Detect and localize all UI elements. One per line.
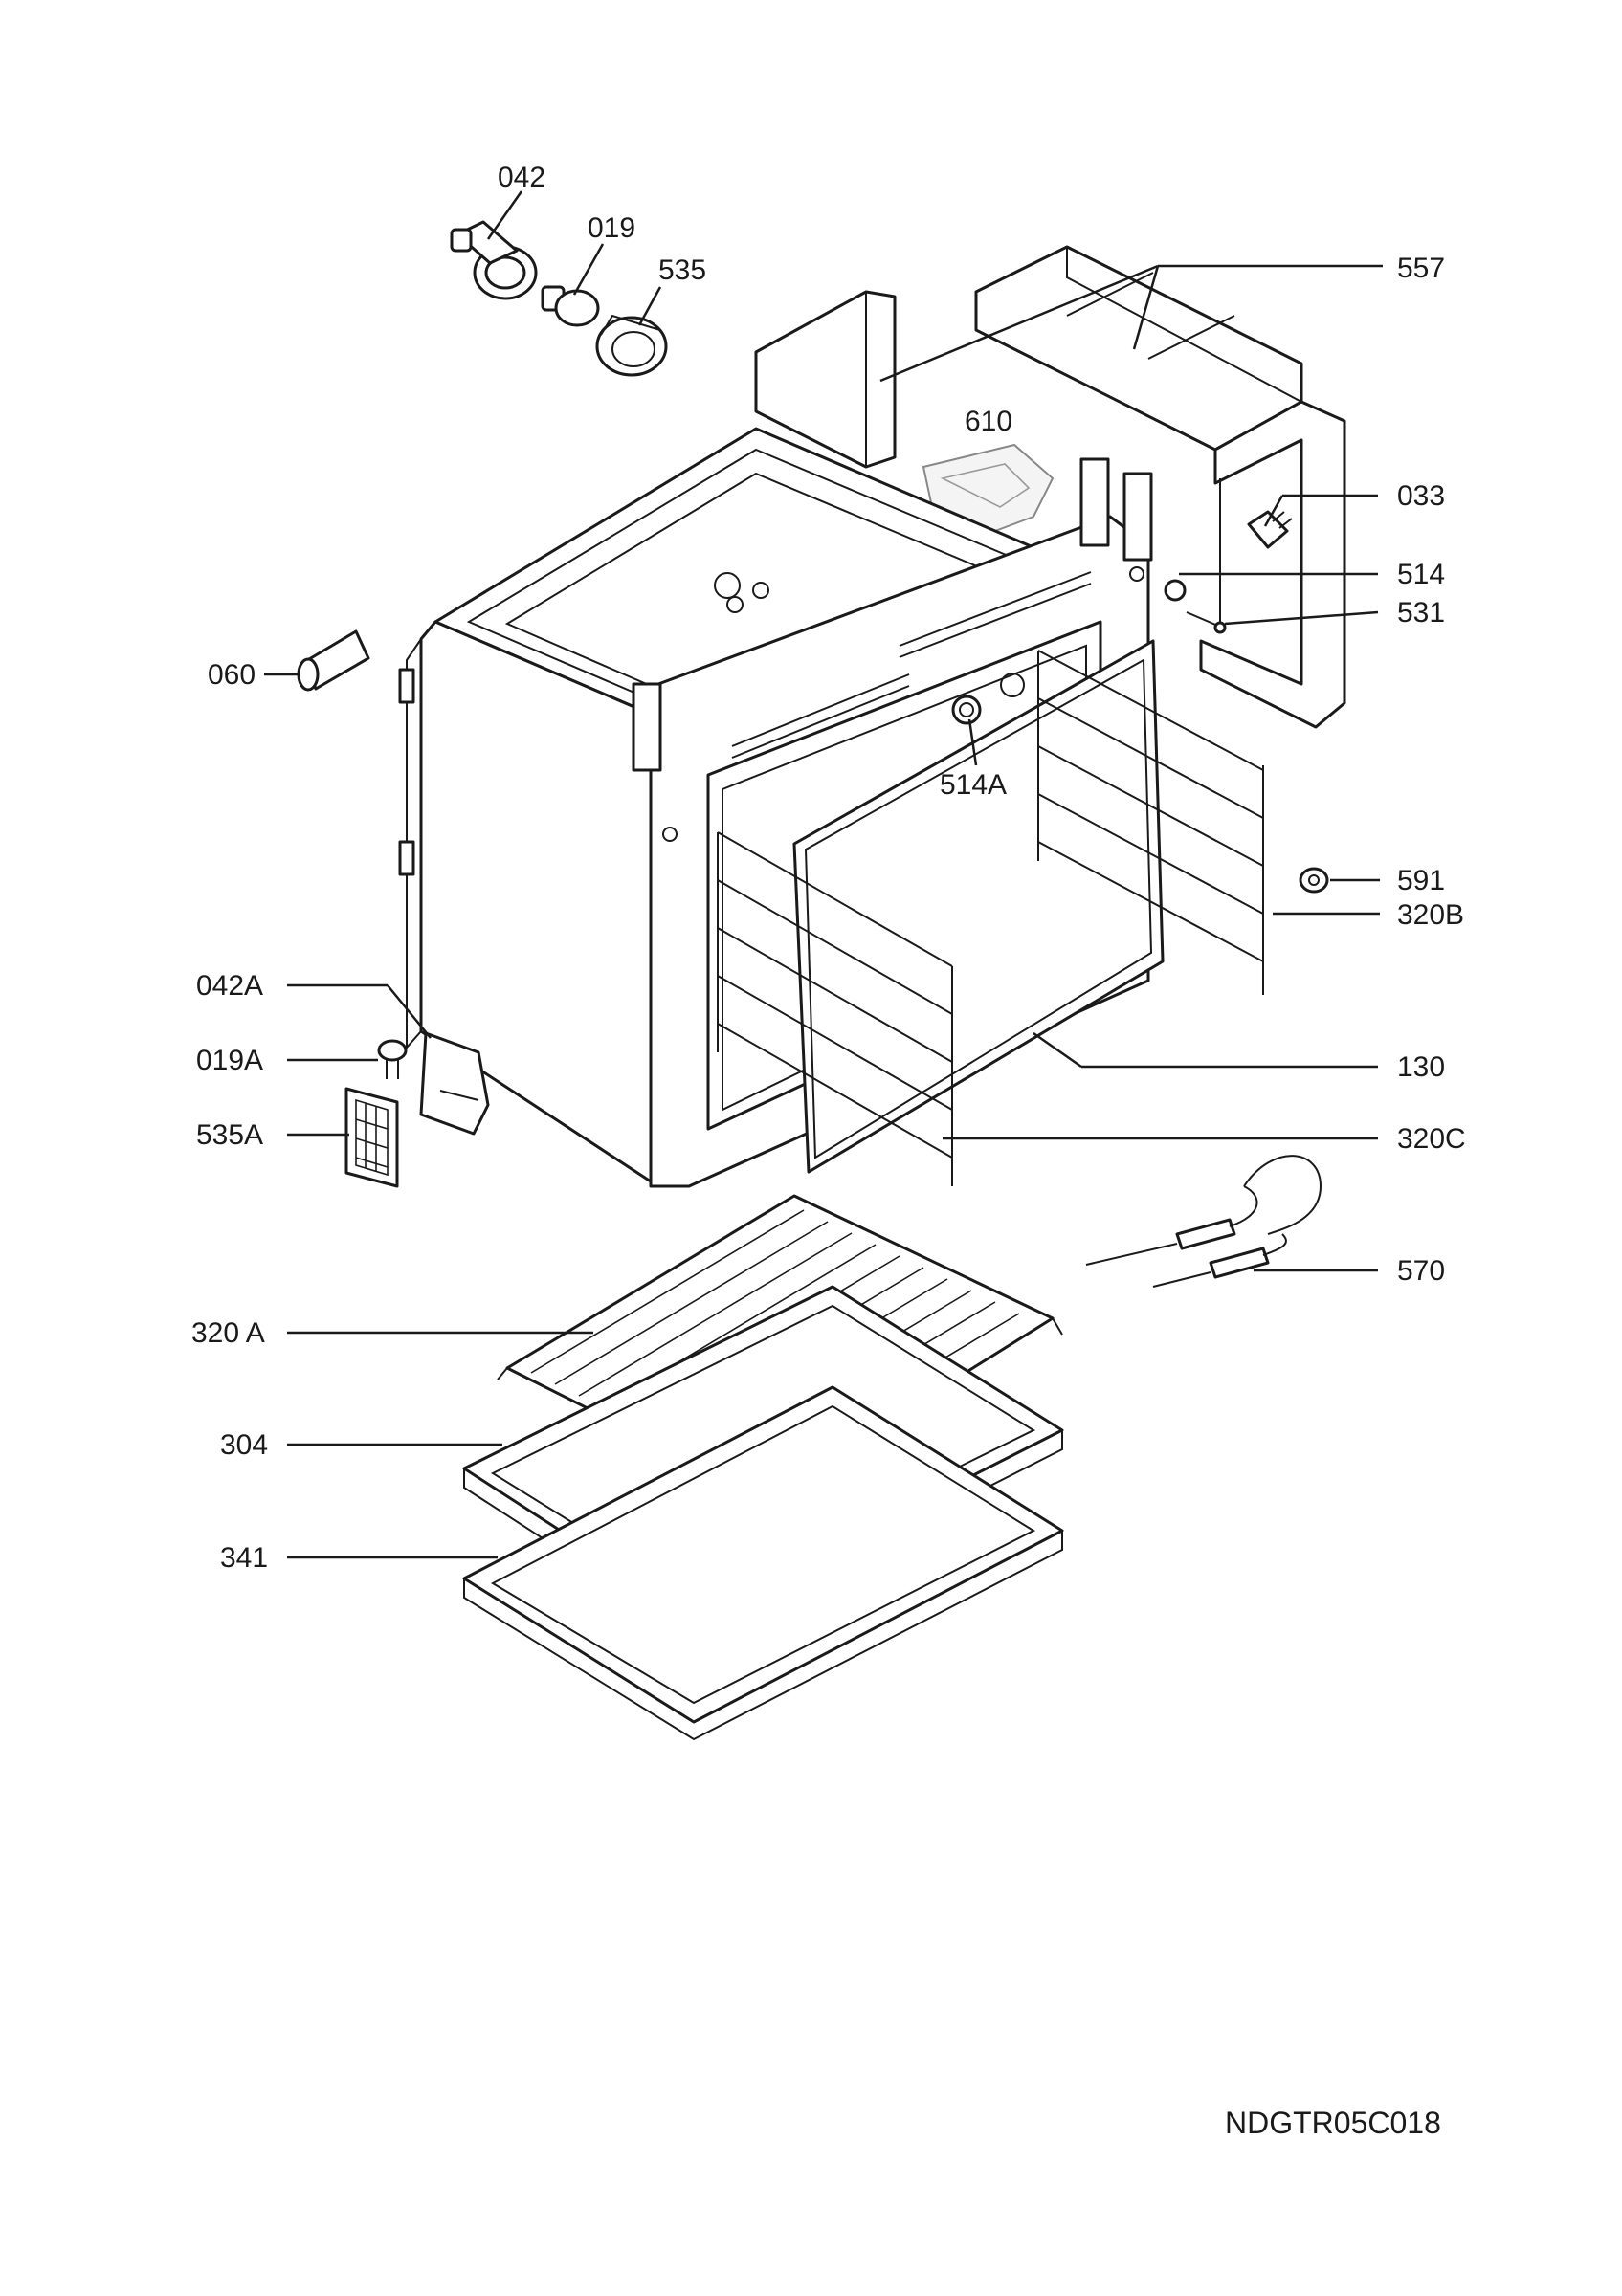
- label-019A: 019A: [196, 1045, 263, 1076]
- label-341: 341: [220, 1542, 268, 1574]
- side-lamp-cover-part: [344, 1087, 399, 1188]
- washer-part: [1299, 867, 1329, 894]
- lamp-glass-part: [595, 314, 668, 377]
- label-060: 060: [208, 659, 256, 691]
- label-514A: 514A: [940, 769, 1007, 801]
- label-591: 591: [1397, 865, 1445, 896]
- label-570: 570: [1397, 1255, 1445, 1287]
- fixing-nut-part: [1164, 579, 1187, 602]
- label-320C: 320C: [1397, 1123, 1466, 1155]
- label-320B: 320B: [1397, 899, 1464, 931]
- meat-probe-part: [1085, 1155, 1322, 1288]
- shelf-runner-right-part: [1037, 650, 1264, 995]
- drip-tray-part: [462, 1385, 1064, 1741]
- label-610: 610: [965, 406, 1012, 437]
- side-bulb-part: [377, 1039, 408, 1079]
- shelf-runner-left-part: [717, 831, 953, 1186]
- label-130: 130: [1397, 1051, 1445, 1083]
- label-535A: 535A: [196, 1119, 263, 1151]
- label-514: 514: [1397, 559, 1445, 590]
- thermostat-component-part: [922, 443, 1055, 533]
- lamp-holder-part: [450, 220, 538, 300]
- label-531: 531: [1397, 597, 1445, 629]
- insulation-part: [754, 245, 1346, 729]
- label-304: 304: [220, 1429, 268, 1461]
- label-557: 557: [1397, 253, 1445, 284]
- label-042A: 042A: [196, 970, 263, 1002]
- pipe-part: [297, 629, 370, 692]
- leader-lines: [264, 190, 1383, 1559]
- connector-part: [1247, 510, 1293, 549]
- label-042: 042: [498, 162, 545, 193]
- side-lamp-housing-part: [419, 1031, 490, 1136]
- part-labels: 042 019 535 557 610 033 514 531 060 514A…: [191, 162, 1466, 1574]
- screw-part: [1186, 611, 1227, 634]
- label-320A: 320 A: [191, 1317, 265, 1349]
- bulb-part: [541, 285, 600, 327]
- label-535: 535: [658, 254, 706, 286]
- door-seal-part: [792, 639, 1165, 1174]
- label-019: 019: [588, 212, 635, 244]
- drawing-code: NDGTR05C018: [1225, 2106, 1441, 2140]
- label-033: 033: [1397, 480, 1445, 512]
